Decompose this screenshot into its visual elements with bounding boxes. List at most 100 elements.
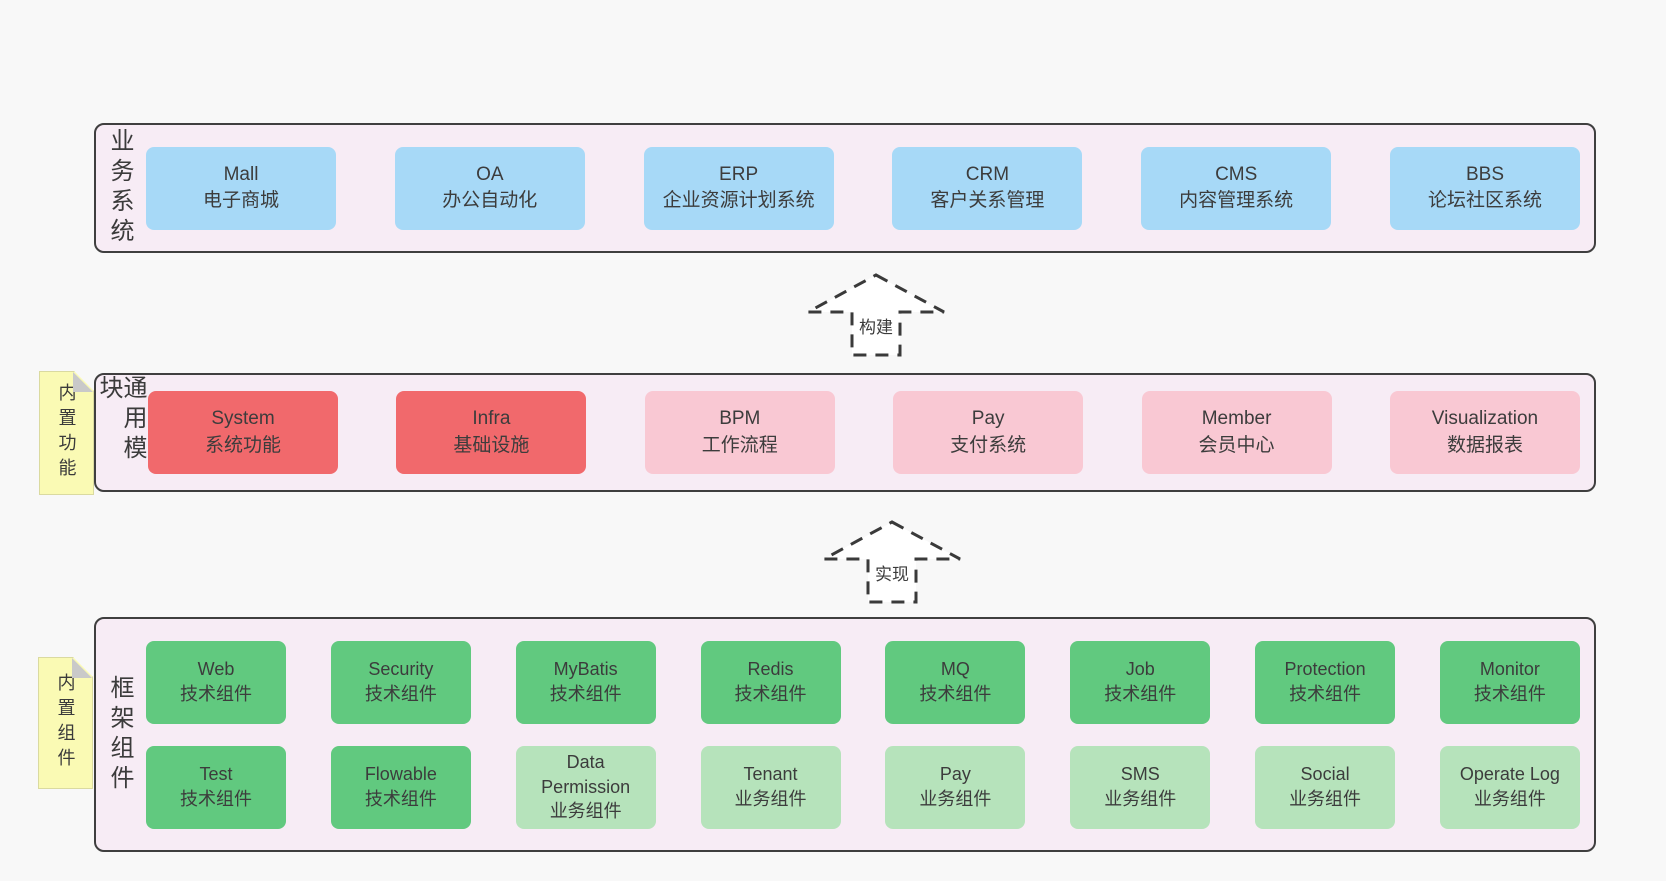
component-box-desc: 技术组件 bbox=[364, 684, 437, 704]
common-modules-panel: 通用模块 System 系统功能 Infra 基础设施 BPM 工作流程 Pay… bbox=[94, 373, 1596, 492]
component-box: SMS 业务组件 bbox=[1070, 745, 1211, 829]
implement-arrow-label: 实现 bbox=[875, 565, 909, 584]
module-box-desc: 办公自动化 bbox=[442, 190, 538, 211]
component-box-name: Protection bbox=[1284, 659, 1366, 680]
module-box: Mall 电子商城 bbox=[146, 146, 336, 230]
module-box-name: Visualization bbox=[1431, 408, 1539, 430]
component-box: Monitor 技术组件 bbox=[1439, 640, 1580, 724]
framework-components-panel: 框架组件 Web 技术组件 Security 技术组件 MyBatis 技术组件… bbox=[94, 617, 1596, 852]
module-box-name: System bbox=[211, 408, 275, 430]
module-box: Pay 支付系统 bbox=[893, 391, 1084, 474]
component-box: MQ 技术组件 bbox=[885, 640, 1026, 724]
sticky-note-label: 内置组件 bbox=[55, 673, 76, 773]
module-box-desc: 系统功能 bbox=[204, 434, 281, 456]
component-box: Test 技术组件 bbox=[146, 745, 286, 829]
component-box: Redis 技术组件 bbox=[700, 640, 841, 724]
component-box-name: Test bbox=[199, 764, 233, 785]
component-box-name: Security bbox=[368, 659, 434, 680]
framework-components-row-1: Web 技术组件 Security 技术组件 MyBatis 技术组件 Redi… bbox=[146, 640, 1580, 724]
business-systems-panel: 业务系统 Mall 电子商城 OA 办公自动化 ERP 企业资源计划系统 CRM… bbox=[94, 123, 1596, 253]
component-box-name: Data Permission bbox=[541, 751, 631, 797]
component-box: Operate Log 业务组件 bbox=[1439, 745, 1580, 829]
dashed-up-arrow-icon bbox=[807, 273, 945, 357]
module-box-desc: 数据报表 bbox=[1446, 434, 1523, 456]
common-modules-row: System 系统功能 Infra 基础设施 BPM 工作流程 Pay 支付系统… bbox=[144, 375, 1594, 490]
component-box: Data Permission 业务组件 bbox=[515, 745, 656, 829]
module-box: System 系统功能 bbox=[148, 391, 338, 474]
component-box-desc: 技术组件 bbox=[364, 789, 437, 809]
component-box: Job 技术组件 bbox=[1070, 640, 1211, 724]
module-box-desc: 论坛社区系统 bbox=[1427, 190, 1542, 211]
module-box: BPM 工作流程 bbox=[644, 391, 835, 474]
module-box-name: CMS bbox=[1215, 163, 1258, 185]
module-box: ERP 企业资源计划系统 bbox=[643, 146, 834, 230]
framework-components-row-2: Test 技术组件 Flowable 技术组件 Data Permission … bbox=[146, 745, 1580, 829]
component-box-desc: 技术组件 bbox=[180, 684, 252, 704]
business-systems-row: Mall 电子商城 OA 办公自动化 ERP 企业资源计划系统 CRM 客户关系… bbox=[142, 125, 1594, 251]
component-box-desc: 技术组件 bbox=[1289, 684, 1362, 704]
component-box-name: SMS bbox=[1120, 764, 1160, 785]
component-box: Protection 技术组件 bbox=[1255, 640, 1396, 724]
module-box-name: OA bbox=[476, 163, 504, 185]
component-box-name: Job bbox=[1125, 659, 1155, 680]
component-box-desc: 技术组件 bbox=[919, 684, 992, 704]
framework-components-title: 框架组件 bbox=[106, 674, 133, 795]
component-box: Tenant 业务组件 bbox=[700, 745, 841, 829]
component-box-name: Redis bbox=[747, 659, 794, 680]
sticky-note-label: 内置功能 bbox=[56, 383, 77, 483]
module-box-name: Member bbox=[1201, 408, 1272, 430]
module-box-name: ERP bbox=[719, 163, 759, 185]
component-box-name: MyBatis bbox=[553, 659, 618, 680]
component-box-desc: 业务组件 bbox=[1104, 789, 1177, 809]
build-arrow: 构建 bbox=[806, 273, 946, 357]
component-box-desc: 技术组件 bbox=[1473, 684, 1546, 704]
common-modules-title: 通用模块 bbox=[95, 375, 146, 465]
component-box-name: Pay bbox=[939, 764, 971, 785]
framework-components-grid: Web 技术组件 Security 技术组件 MyBatis 技术组件 Redi… bbox=[142, 619, 1594, 850]
component-box-name: Tenant bbox=[743, 764, 798, 785]
module-box: CMS 内容管理系统 bbox=[1141, 146, 1332, 230]
module-box-name: BPM bbox=[719, 408, 761, 430]
component-box-name: Social bbox=[1300, 764, 1350, 785]
business-systems-title: 业务系统 bbox=[106, 128, 133, 248]
module-box-desc: 电子商城 bbox=[202, 190, 279, 211]
module-box-desc: 基础设施 bbox=[453, 434, 530, 456]
component-box: Security 技术组件 bbox=[330, 640, 471, 724]
component-box-name: MQ bbox=[940, 659, 970, 680]
module-box: CRM 客户关系管理 bbox=[892, 146, 1083, 230]
component-box-desc: 技术组件 bbox=[734, 684, 807, 704]
module-box: OA 办公自动化 bbox=[394, 146, 585, 230]
component-box-desc: 技术组件 bbox=[549, 684, 622, 704]
implement-arrow: 实现 bbox=[822, 520, 962, 604]
build-arrow-label: 构建 bbox=[859, 318, 893, 337]
module-box-desc: 工作流程 bbox=[701, 434, 778, 456]
component-box-desc: 业务组件 bbox=[734, 789, 807, 809]
module-box: Infra 基础设施 bbox=[396, 391, 587, 474]
module-box: BBS 论坛社区系统 bbox=[1389, 146, 1580, 230]
component-box-name: Flowable bbox=[364, 764, 437, 785]
component-box-desc: 业务组件 bbox=[919, 789, 992, 809]
component-box-name: Web bbox=[197, 659, 235, 680]
component-box: Flowable 技术组件 bbox=[330, 745, 471, 829]
module-box-name: BBS bbox=[1465, 163, 1504, 185]
module-box-name: Mall bbox=[223, 163, 259, 185]
component-box-desc: 技术组件 bbox=[1104, 684, 1177, 704]
component-box: Pay 业务组件 bbox=[885, 745, 1026, 829]
module-box-name: Pay bbox=[971, 408, 1005, 430]
module-box-desc: 企业资源计划系统 bbox=[662, 190, 815, 211]
dashed-up-arrow-icon bbox=[823, 520, 961, 604]
component-box: Web 技术组件 bbox=[146, 640, 286, 724]
module-box: Member 会员中心 bbox=[1141, 391, 1332, 474]
module-box-desc: 支付系统 bbox=[950, 434, 1027, 456]
component-box-desc: 业务组件 bbox=[1473, 789, 1546, 809]
module-box-desc: 会员中心 bbox=[1198, 434, 1275, 456]
component-box-desc: 业务组件 bbox=[549, 801, 622, 822]
component-box: Social 业务组件 bbox=[1255, 745, 1396, 829]
module-box-name: Infra bbox=[472, 408, 511, 430]
sticky-note-built-in-components: 内置组件 bbox=[38, 657, 93, 789]
component-box-name: Monitor bbox=[1479, 659, 1540, 680]
component-box-name: Operate Log bbox=[1459, 764, 1560, 785]
module-box-desc: 客户关系管理 bbox=[930, 190, 1045, 211]
module-box-name: CRM bbox=[965, 163, 1010, 185]
